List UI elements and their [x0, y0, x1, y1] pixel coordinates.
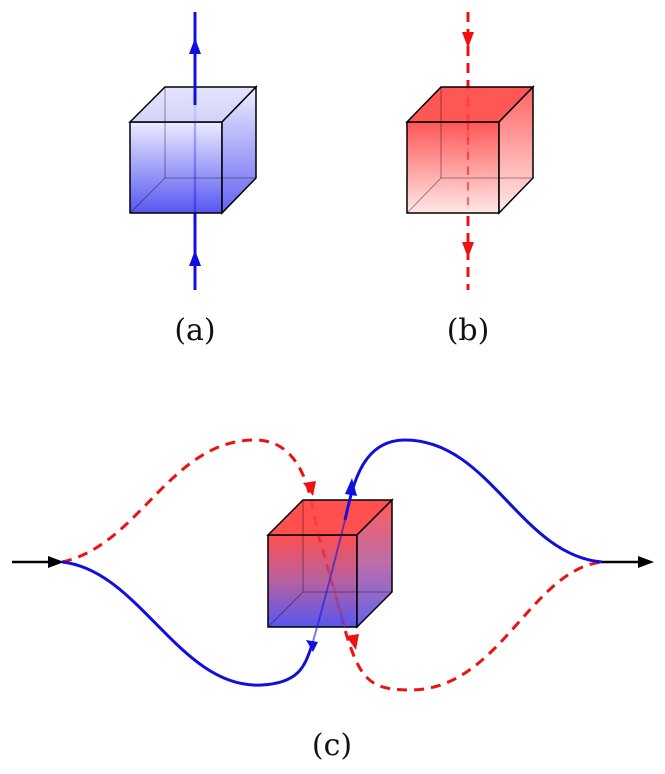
arrow-icon	[346, 634, 359, 650]
caption-c: (c)	[312, 728, 352, 763]
arrow-icon	[303, 481, 316, 496]
arrow-icon	[306, 640, 318, 652]
cube-blue	[128, 85, 258, 215]
caption-a: (a)	[174, 313, 215, 348]
path-blue-out	[343, 438, 603, 564]
panel-c: (c)	[12, 438, 654, 763]
arrow-right-icon	[48, 556, 64, 568]
arrow-down-icon	[462, 242, 474, 258]
caption-b: (b)	[447, 313, 490, 348]
arrow-icon	[345, 478, 357, 496]
path-blue	[61, 560, 314, 687]
arrow-right-icon	[638, 556, 654, 568]
panel-b: (b)	[405, 12, 535, 348]
cube-red	[405, 85, 535, 215]
arrow-up-icon	[189, 250, 201, 266]
arrow-down-icon	[462, 32, 474, 48]
panel-a: (a)	[128, 12, 258, 348]
arrow-up-icon	[189, 38, 201, 54]
cube-red-blue	[266, 498, 394, 629]
